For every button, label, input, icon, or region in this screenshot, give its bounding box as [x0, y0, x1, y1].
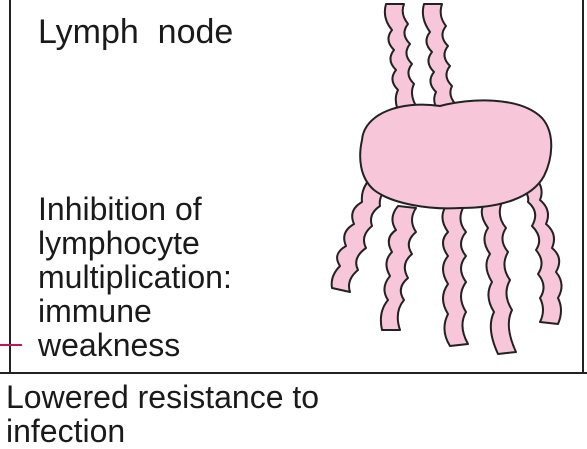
consequence-text-block: Lowered resistance to infection [6, 380, 319, 448]
diagram-title: Lymph node [38, 12, 233, 52]
vessel-top-1 [385, 4, 420, 118]
effect-line: lymphocyte [38, 226, 232, 260]
consequence-line: Lowered resistance to [6, 380, 319, 414]
effect-line: weakness [38, 328, 232, 362]
effect-line: Inhibition of [38, 192, 232, 226]
effect-line: immune [38, 294, 232, 328]
vessel-top-2 [423, 4, 462, 118]
effect-text-block: Inhibition of lymphocyte multiplication:… [38, 192, 232, 362]
vessel-bottom-4 [482, 202, 516, 354]
effect-line: multiplication: [38, 260, 232, 294]
node-body [360, 100, 551, 208]
vessel-bottom-2 [381, 206, 416, 330]
consequence-line: infection [6, 414, 319, 448]
vessel-bottom-3 [442, 206, 468, 346]
